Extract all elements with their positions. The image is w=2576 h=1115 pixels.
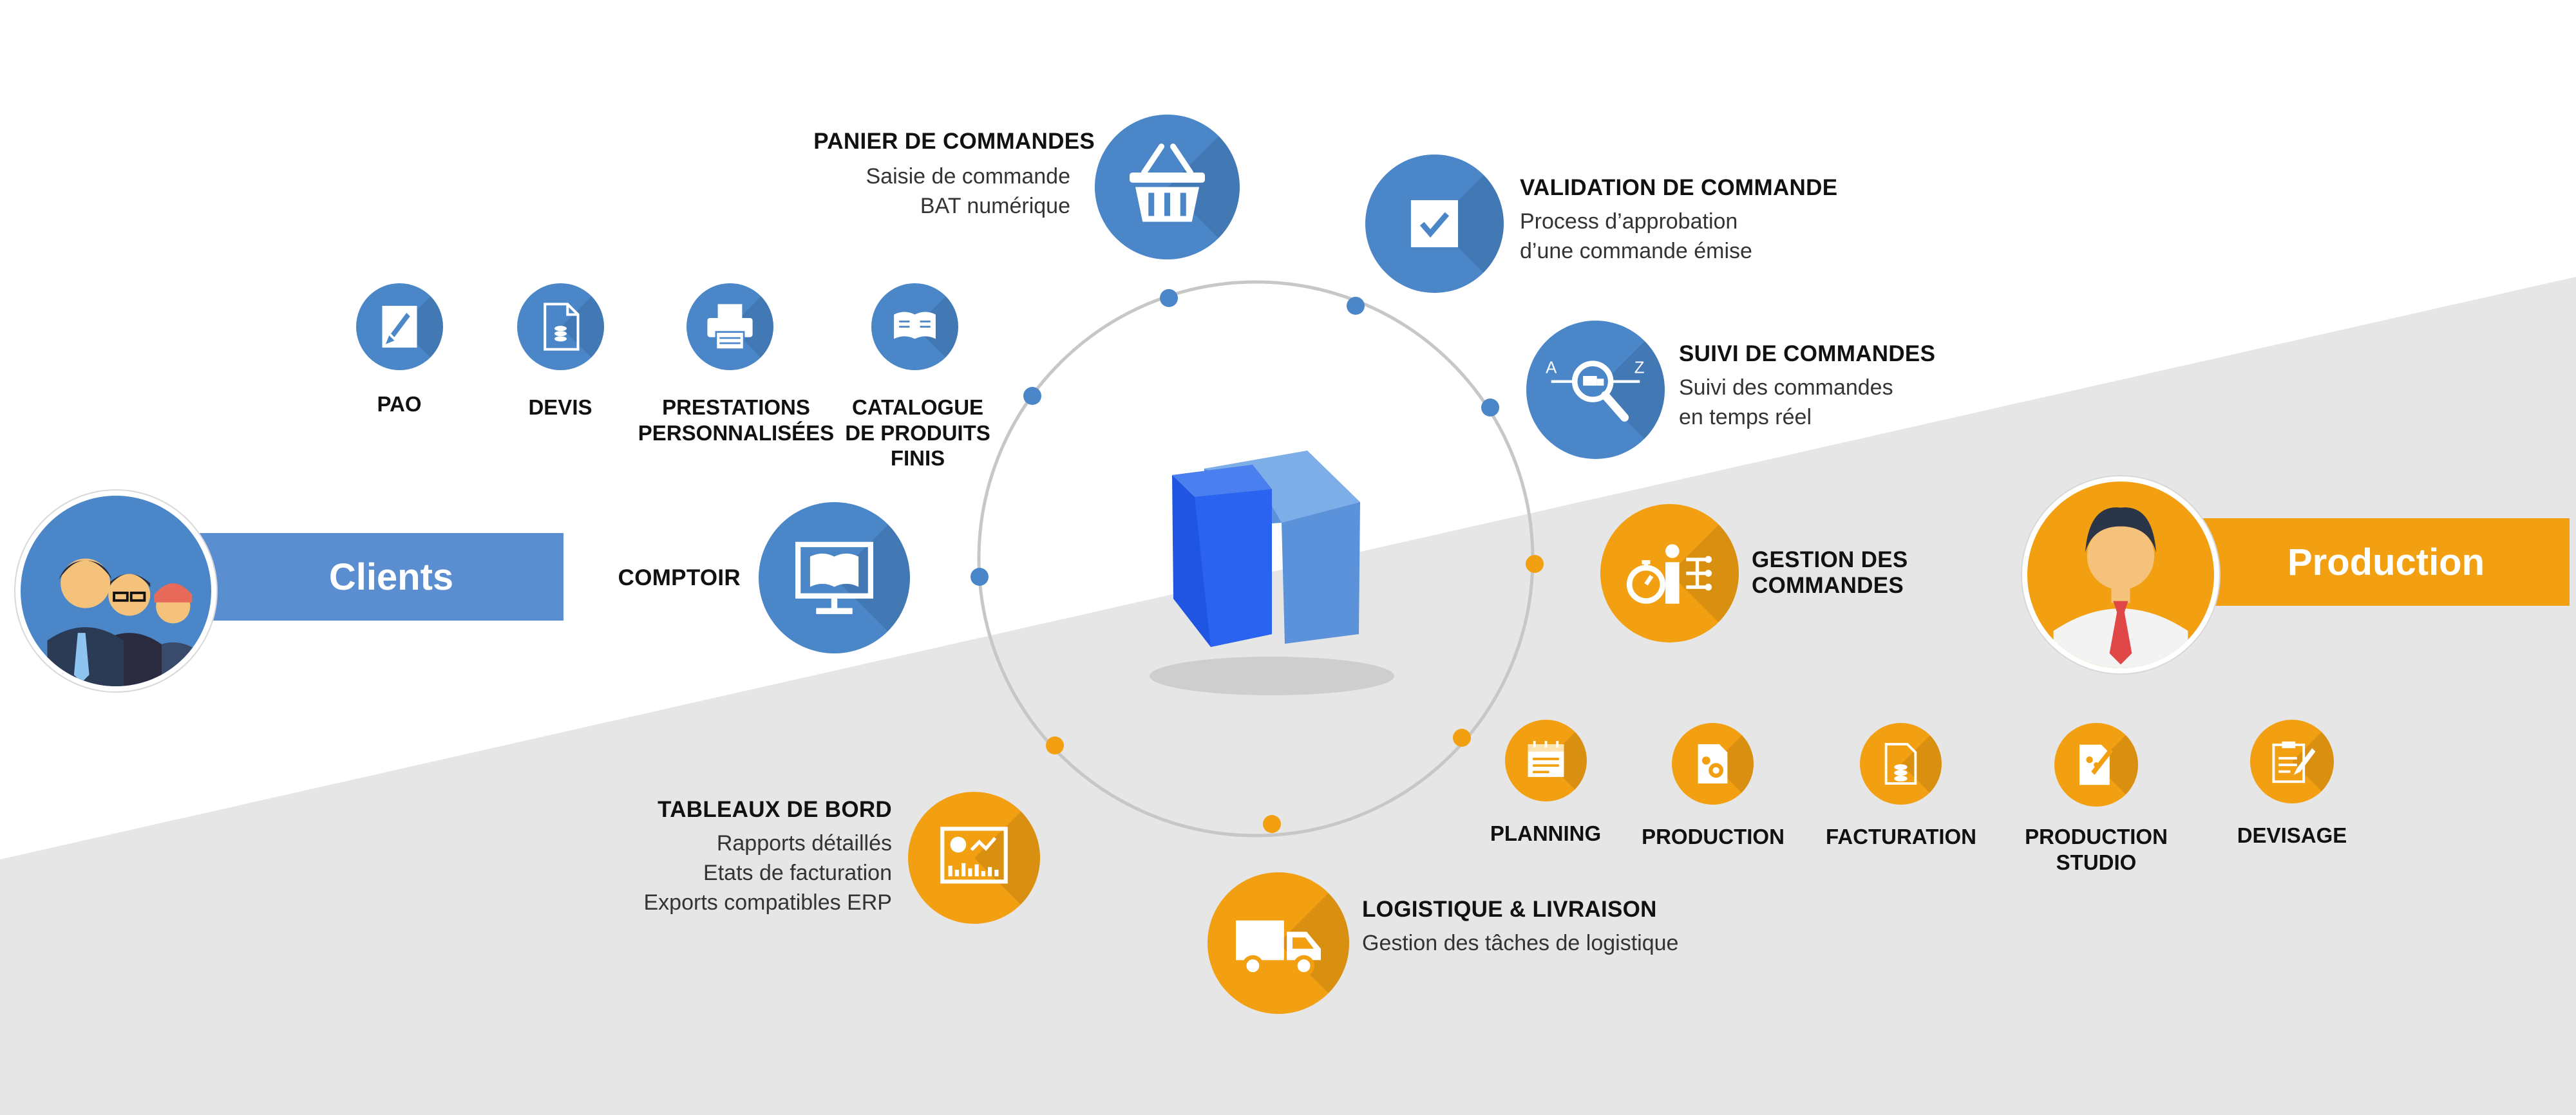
ring-dot-validation: [1347, 297, 1365, 315]
catalogue-book-icon: [894, 312, 936, 339]
panier-text: PANIER DE COMMANDES Saisie de commande B…: [708, 129, 1095, 221]
catalogue-button[interactable]: [871, 283, 958, 370]
production-banner: Production: [2190, 518, 2570, 606]
gestion-text: GESTION DES COMMANDES: [1752, 547, 2009, 599]
tableaux-button[interactable]: [908, 792, 1040, 924]
clients-avatar: [15, 491, 216, 691]
suivi-text: SUIVI DE COMMANDES Suivi des commandes e…: [1679, 341, 2098, 433]
production-module-button[interactable]: [1672, 723, 1754, 805]
production-module-label: PRODUCTION: [1642, 825, 1785, 848]
ring-dot-production: [1453, 729, 1471, 747]
stopwatch-flow-icon: [1626, 544, 1712, 604]
panier-title: PANIER DE COMMANDES: [813, 129, 1095, 154]
comptoir-button[interactable]: [759, 502, 910, 653]
ring-dots: [971, 289, 1544, 833]
logistique-title: LOGISTIQUE & LIVRAISON: [1362, 897, 1657, 922]
pao-label: PAO: [377, 392, 422, 416]
monitor-book-icon: [795, 541, 874, 614]
studio-button[interactable]: [2054, 723, 2138, 807]
panier-line2: BAT numérique: [920, 194, 1070, 219]
devis-button[interactable]: [517, 283, 604, 370]
tableaux-text: TABLEAUX DE BORD Rapports détaillés Etat…: [567, 797, 893, 918]
tableaux-line3: Exports compatibles ERP: [643, 890, 893, 915]
studio-label: PRODUCTION STUDIO: [2025, 825, 2168, 874]
ring-dot-suivi: [1481, 398, 1499, 417]
ring-dot-panier: [1160, 289, 1178, 307]
comptoir-text: COMPTOIR: [580, 565, 741, 591]
pao-button[interactable]: [356, 283, 443, 370]
production-worker-icon: [2053, 507, 2188, 668]
logistique-text: LOGISTIQUE & LIVRAISON Gestion des tâche…: [1362, 897, 1813, 959]
suivi-line1: Suivi des commandes: [1679, 375, 1893, 400]
printer-icon: [707, 304, 753, 350]
ring-dot-catalogue: [1023, 387, 1041, 405]
panier-button[interactable]: [1095, 115, 1240, 259]
quote-document-icon: [544, 303, 580, 351]
suivi-button[interactable]: A Z: [1526, 321, 1665, 459]
invoice-icon: [1884, 743, 1917, 785]
svg-text:A: A: [1546, 359, 1557, 377]
dashboard-chart-icon: [940, 827, 1008, 884]
validation-title: VALIDATION DE COMMANDE: [1520, 175, 1838, 200]
comptoir-title: COMPTOIR: [618, 565, 741, 590]
devisage-button[interactable]: [2250, 720, 2334, 803]
gestion-line1: GESTION DES: [1752, 547, 1908, 572]
clients-label: Clients: [328, 556, 454, 598]
logo-cube-icon: [1150, 451, 1394, 695]
planning-label: PLANNING: [1490, 821, 1602, 845]
svg-text:Z: Z: [1634, 359, 1645, 377]
production-gear-icon: [1698, 744, 1728, 783]
logistique-button[interactable]: [1208, 872, 1349, 1014]
pao-brush-icon: [382, 306, 417, 348]
tableaux-line1: Rapports détaillés: [716, 831, 892, 856]
tableaux-title: TABLEAUX DE BORD: [658, 797, 892, 822]
suivi-line2: en temps réel: [1679, 405, 1812, 430]
prestations-button[interactable]: [687, 283, 773, 370]
production-avatar: [2022, 476, 2219, 673]
planning-button[interactable]: [1505, 720, 1587, 801]
clients-banner: Clients: [193, 533, 564, 621]
truck-icon: [1236, 920, 1321, 977]
facturation-button[interactable]: [1860, 723, 1942, 805]
ring-dot-logistique: [1263, 815, 1281, 833]
gestion-line2: COMMANDES: [1752, 573, 1904, 599]
tracking-search-icon: A Z: [1546, 359, 1645, 422]
suivi-title: SUIVI DE COMMANDES: [1679, 341, 1936, 366]
prestations-label: PRESTATIONS PERSONNALISÉES: [638, 395, 835, 445]
validation-line1: Process d’approbation: [1520, 209, 1738, 234]
basket-icon: [1130, 144, 1205, 222]
tableaux-line2: Etats de facturation: [703, 861, 892, 886]
studio-tools-icon: [2079, 744, 2113, 785]
panier-line1: Saisie de commande: [866, 164, 1070, 189]
facturation-label: FACTURATION: [1825, 825, 1977, 848]
calendar-icon: [1528, 741, 1564, 777]
devisage-label: DEVISAGE: [2237, 823, 2347, 847]
checkbox-icon: [1410, 200, 1459, 248]
ring-dot-comptoir: [971, 568, 989, 586]
validation-line2: d’une commande émise: [1520, 239, 1752, 264]
production-label: Production: [2287, 541, 2485, 583]
catalogue-label: CATALOGUE DE PRODUITS FINIS: [845, 395, 990, 471]
ring-dot-tableaux: [1046, 736, 1064, 754]
estimate-pen-icon: [2272, 741, 2316, 783]
devis-label: DEVIS: [528, 395, 592, 419]
gestion-button[interactable]: [1600, 504, 1739, 642]
validation-text: VALIDATION DE COMMANDE Process d’approba…: [1520, 175, 1971, 267]
grey-diagonal-band: [0, 277, 2576, 1115]
clients-group-icon: [47, 558, 200, 686]
validation-button[interactable]: [1365, 155, 1504, 293]
ring-dot-gestion: [1526, 555, 1544, 573]
logistique-line1: Gestion des tâches de logistique: [1362, 931, 1679, 956]
